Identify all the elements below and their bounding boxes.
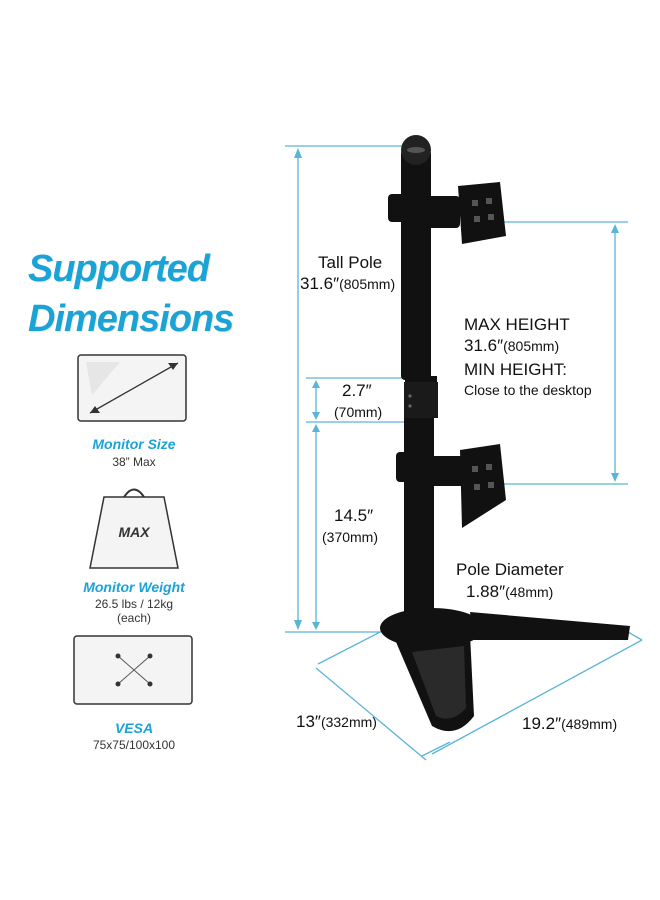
max-height-value: 31.6″ [464,336,504,355]
tall-pole-label: Tall Pole [318,253,382,273]
max-height-metric: (805mm) [503,338,560,354]
dimension-arrows [294,148,619,630]
pole-diameter-measure: 1.88″(48mm) [466,582,553,602]
max-height-measure: 31.6″(805mm) [464,336,559,356]
tall-pole-value: 31.6″ [300,274,340,293]
lower-measure: 14.5″ [334,506,373,526]
monitor-size-title: Monitor Size [92,436,176,452]
headline-line2: Dimensions [28,298,234,340]
gap-measure: 2.7″ [342,381,372,401]
lower-metric: (370mm) [322,529,379,545]
gap-value: 2.7″ [342,381,372,400]
headline-line1: Supported [28,248,210,290]
monitor-stand [380,135,630,732]
gap-metric-wrap: (70mm) [334,402,382,422]
dimension-lines [285,145,643,761]
min-height-note: Close to the desktop [464,382,592,398]
base-depth-measure: 13″(332mm) [296,712,377,732]
min-height-note-wrap: Close to the desktop [464,380,592,400]
pole-diameter-label: Pole Diameter [456,560,564,580]
base-width-measure: 19.2″(489mm) [522,714,617,734]
base-width-metric: (489mm) [561,716,618,732]
min-height-label: MIN HEIGHT: [464,360,567,380]
vesa-icon [73,635,193,705]
monitor-weight-each: (each) [116,611,151,625]
pole-diameter-value: 1.88″ [466,582,506,601]
monitor-weight-title: Monitor Weight [83,579,185,595]
gap-metric: (70mm) [334,404,383,420]
max-height-label: MAX HEIGHT [464,315,570,335]
vesa-detail: 75x75/100x100 [92,738,176,752]
tall-pole-title: Tall Pole [318,253,383,272]
max-height-title: MAX HEIGHT [464,315,570,334]
monitor-size-detail: 38” Max [112,455,156,469]
base-depth-metric: (332mm) [320,714,377,730]
monitor-size-icon [77,354,187,422]
pole-diameter-metric: (48mm) [505,584,554,600]
min-height-title: MIN HEIGHT: [464,360,567,379]
tall-pole-metric: (805mm) [339,276,396,292]
weight-icon [89,488,179,569]
vesa-title: VESA [114,720,154,736]
base-width-value: 19.2″ [522,714,562,733]
base-depth-value: 13″ [296,712,321,731]
max-weight-icon-text: MAX [118,524,150,540]
pole-diameter-title: Pole Diameter [456,560,564,579]
tall-pole-measure: 31.6″(805mm) [300,274,395,294]
lower-value: 14.5″ [334,506,374,525]
monitor-weight-detail: 26.5 lbs / 12kg [94,597,174,611]
lower-metric-wrap: (370mm) [322,527,378,547]
